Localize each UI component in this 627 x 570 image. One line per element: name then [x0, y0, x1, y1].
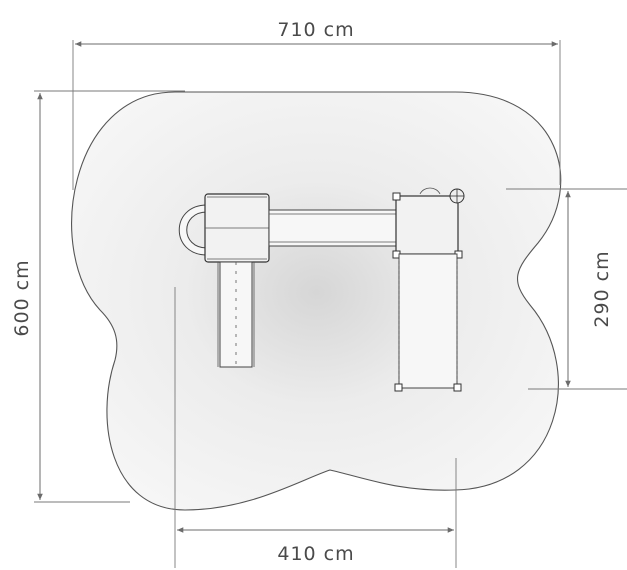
- safety-zone: [71, 91, 562, 511]
- dimension-bottom-width: 410 cm: [174, 287, 457, 568]
- right-slide: [398, 253, 458, 389]
- dimension-right-label: 290 cm: [591, 250, 613, 327]
- dimension-top-width: 710 cm: [72, 19, 561, 190]
- left-slide: [219, 261, 253, 368]
- dimension-right-depth: 290 cm: [506, 188, 627, 390]
- right-tower: [395, 195, 459, 255]
- playground-equipment: [178, 187, 465, 392]
- dimension-left-height: 600 cm: [11, 90, 185, 503]
- steering-wheel-icon: [419, 187, 465, 204]
- dimension-left-label: 600 cm: [11, 259, 33, 336]
- dimension-bottom-label: 410 cm: [277, 543, 354, 565]
- connecting-bridge: [268, 209, 397, 247]
- dimension-top-label: 710 cm: [277, 19, 354, 41]
